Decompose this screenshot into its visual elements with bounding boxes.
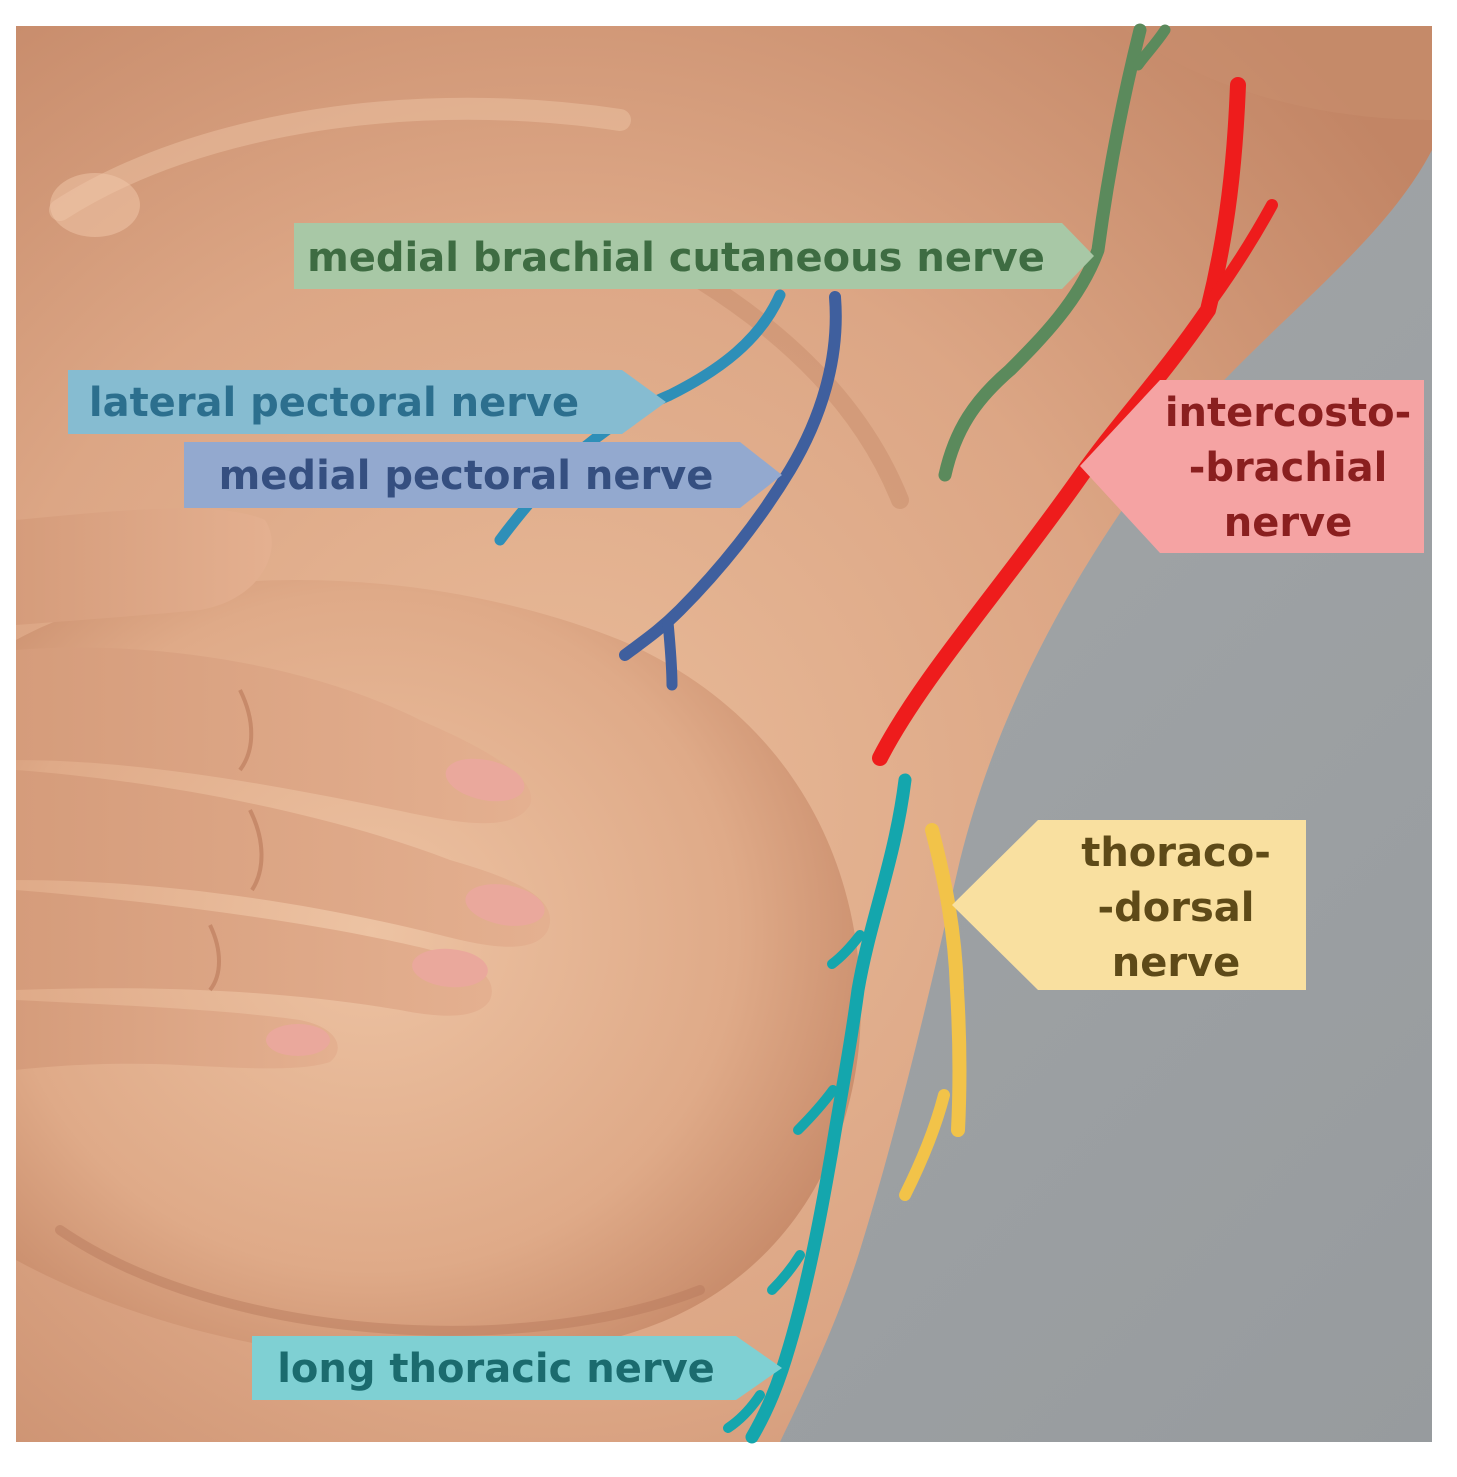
medial-brachial-label-text: medial brachial cutaneous nerve <box>307 235 1045 281</box>
lateral-pectoral-label-box <box>68 370 666 434</box>
axilla-crease <box>691 271 909 509</box>
medial-pectoral-label-text: medial pectoral nerve <box>219 453 714 499</box>
long-thoracic-nerve-branch-3 <box>767 1250 805 1295</box>
long-thoracic-label-text: long thoracic nerve <box>277 1346 715 1392</box>
thoracodorsal-nerve-line <box>925 823 967 1137</box>
fingernails <box>266 758 545 1056</box>
shoulder-highlight <box>50 173 140 237</box>
long-thoracic-nerve-branch-1 <box>827 930 865 969</box>
thoracodorsal-label-box <box>952 820 1306 990</box>
long-thoracic-nerve-branch-4 <box>723 1390 765 1433</box>
medial-brachial-label-box <box>294 223 1094 289</box>
collarbone-highlight <box>49 97 631 221</box>
medial-pectoral-label-box <box>184 442 782 508</box>
intercostobrachial-label-line-3: nerve <box>1224 500 1353 546</box>
hand <box>16 508 551 1070</box>
intercostobrachial-nerve-branch <box>1206 199 1278 306</box>
label-texts: medial brachial cutaneous nerve lateral … <box>89 235 1411 1392</box>
thoracodorsal-nerve-branch <box>899 1089 950 1201</box>
long-thoracic-nerve-line <box>745 773 912 1444</box>
intercostobrachial-label-line-2: -brachial <box>1189 445 1388 491</box>
medial-brachial-cutaneous-nerve-line <box>938 23 1147 482</box>
intercostobrachial-label-line-1: intercosto- <box>1165 390 1411 436</box>
arm-shading <box>1120 26 1432 120</box>
thoracodorsal-label-line-3: nerve <box>1112 940 1241 986</box>
medial-brachial-cutaneous-nerve-branch <box>1132 24 1171 71</box>
intercostobrachial-label-box <box>1080 380 1424 553</box>
medial-pectoral-nerve-line <box>619 291 842 661</box>
medial-pectoral-nerve-branch <box>662 616 678 691</box>
lateral-pectoral-label-text: lateral pectoral nerve <box>89 380 579 426</box>
long-thoracic-label-box <box>252 1336 782 1400</box>
label-shapes <box>68 223 1424 1400</box>
long-thoracic-nerve-branch-2 <box>793 1085 838 1135</box>
thoracodorsal-label-line-1: thoraco- <box>1081 830 1271 876</box>
breast-underline <box>55 1225 705 1336</box>
thoracodorsal-label-line-2: -dorsal <box>1098 885 1255 931</box>
